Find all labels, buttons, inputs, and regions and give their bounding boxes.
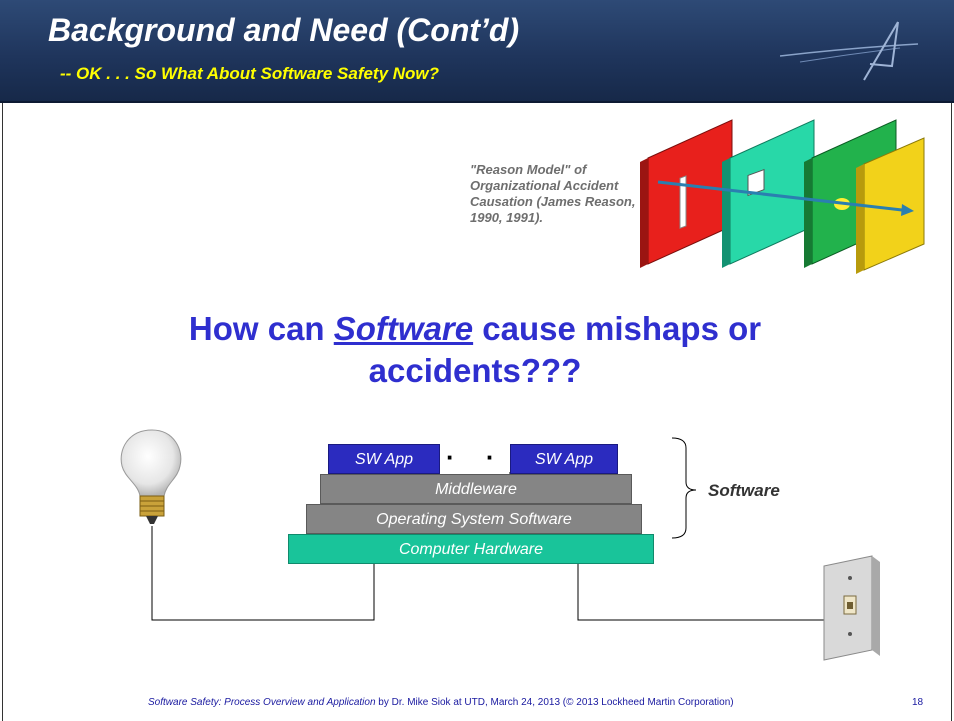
lockheed-star-logo-icon [780,21,919,81]
hardware-layer: Computer Hardware [288,534,654,564]
footer-credits: by Dr. Mike Siok at UTD, March 24, 2013 … [375,697,734,708]
slide-subtitle: -- OK . . . So What About Software Safet… [60,64,440,83]
footer-title: Software Safety: Process Overview and Ap… [148,697,376,708]
header-divider [0,101,954,103]
question-emphasis: Software [333,310,474,347]
sw-app-box-2: SW App [510,444,618,474]
swiss-cheese-model-icon [640,119,925,274]
light-bulb-icon [120,429,182,524]
software-brace-label: Software [708,481,780,500]
central-question: How can Software cause mishaps or accide… [120,308,830,392]
reason-model-caption: "Reason Model" of Organizational Acciden… [470,162,636,225]
page-number: 18 [912,697,924,708]
question-suffix: cause mishaps or accidents??? [368,310,762,389]
slide-border-left [2,103,3,721]
question-prefix: How can [188,310,334,347]
wall-switch-icon [823,555,880,661]
os-layer: Operating System Software [306,504,642,534]
slide-footer: Software Safety: Process Overview and Ap… [148,697,734,708]
middleware-layer: Middleware [320,474,632,504]
slide-header [0,0,954,103]
slide-title: Background and Need (Cont’d) [48,12,520,48]
slide-border-right [951,103,952,721]
sw-app-box-1: SW App [328,444,440,474]
